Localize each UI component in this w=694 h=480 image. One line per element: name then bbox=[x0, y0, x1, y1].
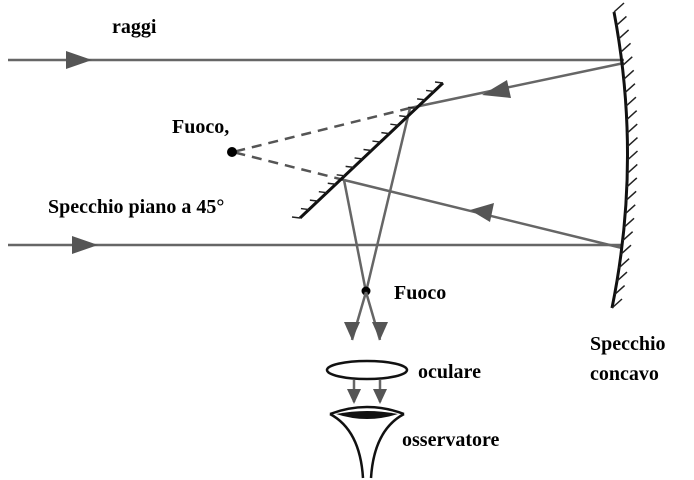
reflected-ray-top bbox=[409, 61, 625, 110]
concave-mirror-hatch bbox=[626, 163, 638, 175]
concave-mirror-hatch bbox=[615, 15, 627, 27]
concave-mirror-hatch bbox=[613, 2, 625, 13]
virtual-ray-bottom bbox=[232, 150, 345, 182]
plane-mirror-hatch bbox=[434, 81, 444, 84]
arrow-eyepiece-left bbox=[344, 322, 360, 340]
concave-mirror-hatch bbox=[625, 96, 637, 107]
label-concave-mirror-line1: Specchio bbox=[590, 333, 666, 355]
concave-mirror-hatch bbox=[616, 271, 628, 282]
concave-mirror-hatch bbox=[611, 298, 623, 309]
observer-eye-icon bbox=[329, 405, 405, 479]
concave-mirror-hatch bbox=[626, 110, 638, 121]
arrow-incoming-top bbox=[66, 51, 92, 69]
plane-mirror-hatch bbox=[399, 115, 408, 118]
concave-mirror-hatch bbox=[621, 56, 633, 67]
plane-mirror-hatch bbox=[390, 123, 399, 126]
concave-mirror-hatch bbox=[620, 42, 632, 53]
eyepiece-lens bbox=[325, 359, 409, 381]
plane-mirror-hatch bbox=[300, 207, 310, 211]
plane-mirror-hatch bbox=[408, 106, 417, 110]
arrow-eyepiece-right bbox=[372, 322, 388, 340]
arrow-reflected-bottom bbox=[470, 203, 494, 222]
plane-mirror-hatch bbox=[318, 190, 327, 194]
plane-mirror bbox=[291, 81, 445, 220]
plane-mirror-hatch bbox=[381, 131, 390, 135]
arrow-eye-left bbox=[347, 389, 361, 404]
concave-mirror-hatch bbox=[624, 204, 636, 215]
concave-mirror-hatch bbox=[614, 284, 626, 296]
concave-mirror-hatch bbox=[626, 136, 638, 148]
secondary-focus-point bbox=[361, 286, 371, 296]
concave-mirror-hatch bbox=[622, 231, 634, 242]
concave-mirror bbox=[610, 2, 639, 309]
label-primary-focus: Fuoco, bbox=[172, 116, 229, 138]
plane-mirror-hatch bbox=[372, 140, 381, 143]
label-rays: raggi bbox=[112, 16, 157, 38]
arrow-reflected-top bbox=[482, 80, 511, 98]
label-observer: osservatore bbox=[402, 429, 499, 451]
plane-mirror-hatch bbox=[425, 89, 435, 93]
plane-mirror-hatch bbox=[354, 157, 363, 160]
concave-mirror-hatch bbox=[625, 190, 637, 201]
plane-mirror-hatch bbox=[327, 182, 336, 185]
arrow-incoming-bottom bbox=[72, 236, 98, 254]
plane-mirror-hatch bbox=[345, 165, 354, 169]
plane-mirror-hatch bbox=[291, 216, 301, 219]
concave-mirror-hatch bbox=[626, 150, 639, 161]
plane-mirror-hatch bbox=[309, 199, 318, 202]
plane-mirror-hatch bbox=[336, 174, 345, 177]
ray-down-left bbox=[342, 179, 368, 293]
concave-mirror-hatch bbox=[624, 83, 636, 94]
virtual-ray-top bbox=[232, 106, 411, 154]
label-secondary-focus: Fuoco bbox=[394, 282, 446, 304]
label-eyepiece: oculare bbox=[418, 361, 481, 383]
label-concave-mirror-line2: concavo bbox=[590, 363, 659, 385]
concave-mirror-hatch bbox=[620, 244, 632, 255]
concave-mirror-hatch bbox=[623, 69, 635, 80]
concave-mirror-hatch bbox=[623, 217, 635, 228]
concave-mirror-hatch bbox=[618, 258, 630, 269]
plane-mirror-hatch bbox=[417, 98, 426, 101]
primary-focus-point bbox=[227, 147, 237, 157]
concave-mirror-hatch bbox=[626, 123, 638, 134]
arrow-eye-right bbox=[373, 389, 387, 404]
concave-mirror-hatch bbox=[618, 29, 630, 40]
plane-mirror-hatch bbox=[363, 148, 372, 152]
concave-mirror-hatch bbox=[626, 177, 638, 188]
label-plane-mirror: Specchio piano a 45° bbox=[48, 196, 224, 218]
ray-down-right bbox=[364, 107, 412, 293]
